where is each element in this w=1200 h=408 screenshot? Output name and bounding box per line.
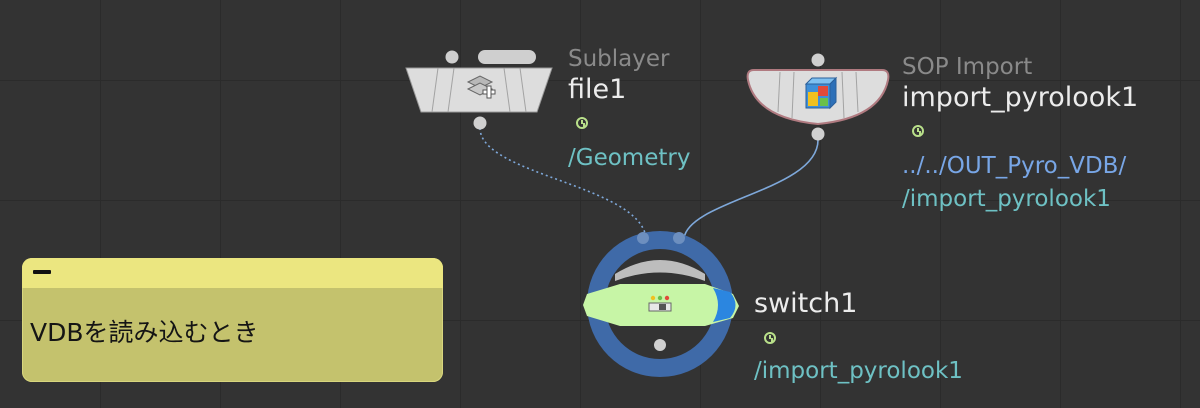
node-switch1[interactable] xyxy=(575,226,750,386)
node-switch1-display-flag[interactable] xyxy=(713,288,736,322)
node-import-path-line1: ../../OUT_Pyro_VDB/ xyxy=(902,153,1127,179)
node-switch1-bypass-flag[interactable] xyxy=(615,260,705,281)
wire-file1-to-switch1[interactable] xyxy=(479,127,647,239)
node-file1-output-connector[interactable] xyxy=(473,116,487,130)
node-import-time-dependent-icon xyxy=(912,125,924,137)
node-file1-input-connector[interactable] xyxy=(445,50,459,64)
node-switch1-input-connector-2[interactable] xyxy=(673,232,685,244)
sticky-note-collapse-icon[interactable] xyxy=(33,270,51,274)
sticky-note-text[interactable]: VDBを読み込むとき xyxy=(30,318,259,347)
node-file1-path: /Geometry xyxy=(568,145,691,171)
node-file1-name[interactable]: file1 xyxy=(568,74,627,105)
node-import-output-connector[interactable] xyxy=(811,127,825,141)
sticky-note[interactable]: VDBを読み込むとき xyxy=(22,258,443,382)
node-file1[interactable] xyxy=(400,46,560,132)
node-import-name[interactable]: import_pyrolook1 xyxy=(902,82,1139,113)
node-switch1-time-dependent-icon xyxy=(764,332,776,344)
node-import-pyrolook1[interactable] xyxy=(740,50,900,144)
node-file1-display-flag[interactable] xyxy=(478,50,536,64)
node-import-path-line2: /import_pyrolook1 xyxy=(902,186,1111,212)
sublayer-plus-icon xyxy=(466,75,496,99)
node-switch1-output-connector[interactable] xyxy=(654,339,666,351)
sticky-note-title-bar[interactable] xyxy=(22,258,443,288)
wire-import-to-switch1[interactable] xyxy=(683,139,819,239)
node-import-type: SOP Import xyxy=(902,54,1033,80)
node-switch1-name[interactable]: switch1 xyxy=(754,288,858,319)
node-file1-time-dependent-icon xyxy=(576,117,588,129)
node-switch1-path: /import_pyrolook1 xyxy=(754,358,963,384)
node-switch1-input-connector-1[interactable] xyxy=(637,232,649,244)
node-import-input-connector[interactable] xyxy=(811,53,825,67)
sop-import-cube-icon xyxy=(804,76,838,110)
node-file1-type: Sublayer xyxy=(568,46,670,72)
switch-icon xyxy=(648,295,672,312)
